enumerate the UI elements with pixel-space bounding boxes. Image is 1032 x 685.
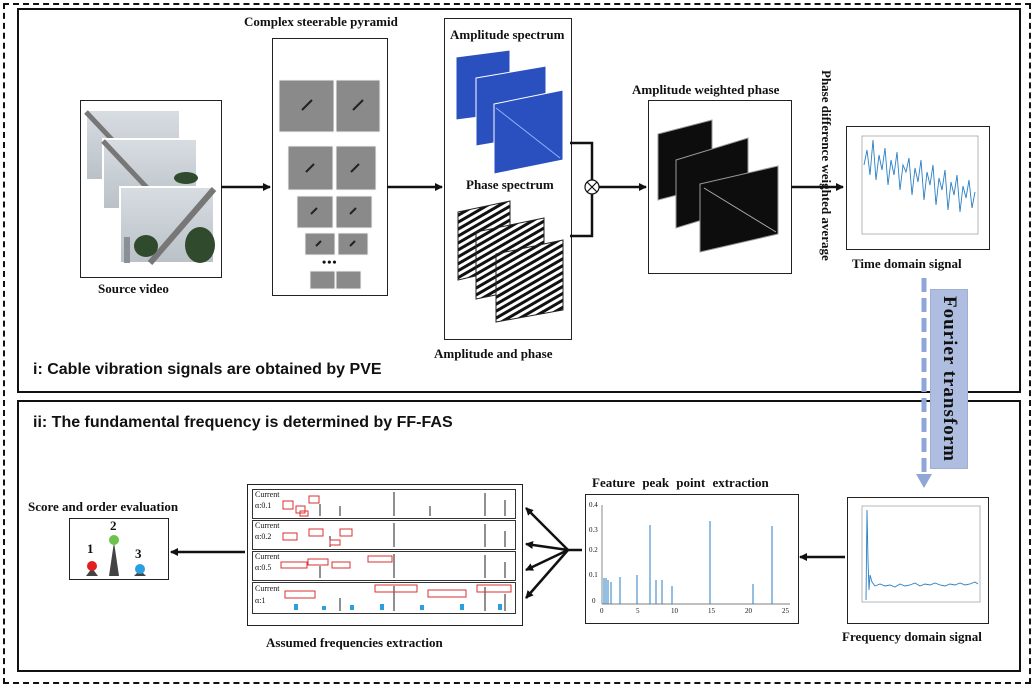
time-domain-chart bbox=[861, 135, 979, 235]
fp-ytick-3: 0.3 bbox=[589, 526, 598, 534]
row-label-3b: α:0.5 bbox=[255, 563, 272, 572]
row-label-2a: Current bbox=[255, 521, 280, 530]
fp-xtick-1: 5 bbox=[636, 607, 640, 615]
row-label-4b: α:1 bbox=[255, 596, 266, 605]
pyramid-tiles bbox=[278, 79, 381, 290]
assumed-row-4 bbox=[252, 582, 516, 614]
assumed-row-1 bbox=[252, 489, 516, 519]
source-video-label: Source video bbox=[98, 281, 169, 296]
fp-ytick-2: 0.2 bbox=[589, 546, 598, 554]
frequency-domain-label: Frequency domain signal bbox=[842, 629, 982, 644]
section2-arrows bbox=[170, 507, 845, 599]
rank-2-label: 2 bbox=[110, 518, 117, 533]
section1-arrows bbox=[221, 141, 844, 238]
fourier-arrow bbox=[916, 278, 932, 488]
fp-ytick-1: 0.1 bbox=[589, 571, 598, 579]
amp-phase-label: Amplitude and phase bbox=[434, 346, 553, 361]
feature-peak-box bbox=[585, 494, 799, 624]
phase-spectrum-stack bbox=[457, 200, 564, 323]
score-label: Score and order evaluation bbox=[28, 499, 179, 514]
time-domain-label: Time domain signal bbox=[852, 256, 962, 271]
assumed-red-boxes bbox=[280, 495, 512, 599]
fp-ytick-0: 0 bbox=[592, 597, 596, 605]
fp-xtick-2: 10 bbox=[671, 607, 678, 615]
fourier-transform-label: Fourier transform bbox=[939, 296, 960, 462]
multiply-operator bbox=[584, 179, 600, 195]
assumed-freq-label: Assumed frequencies extraction bbox=[266, 635, 443, 650]
pyramid-filters bbox=[301, 99, 364, 247]
assumed-blue-marks bbox=[294, 604, 502, 610]
feature-peak-label: Feature peak point extraction bbox=[592, 475, 769, 490]
amplitude-spectrum-label: Amplitude spectrum bbox=[450, 27, 565, 42]
fp-xtick-0: 0 bbox=[600, 607, 604, 615]
source-video-frames bbox=[84, 109, 217, 265]
rank-3-label: 3 bbox=[135, 546, 142, 561]
amplitude-spectrum-stack bbox=[455, 49, 564, 175]
score-box bbox=[69, 518, 169, 580]
fp-ytick-4: 0.4 bbox=[589, 501, 598, 509]
section-ffas-title: ii: The fundamental frequency is determi… bbox=[33, 414, 453, 431]
phase-spectrum-label: Phase spectrum bbox=[466, 177, 554, 192]
fp-xtick-4: 20 bbox=[745, 607, 752, 615]
row-label-1b: α:0.1 bbox=[255, 501, 272, 510]
section-pve-title: i: Cable vibration signals are obtained … bbox=[33, 361, 382, 378]
row-label-2b: α:0.2 bbox=[255, 532, 272, 541]
assumed-row-3 bbox=[252, 551, 516, 581]
pyramid-label: Complex steerable pyramid bbox=[244, 14, 398, 29]
outer-frame bbox=[3, 3, 1031, 684]
fp-xtick-3: 15 bbox=[708, 607, 715, 615]
assumed-row-spikes bbox=[319, 492, 506, 611]
score-lollipops bbox=[86, 535, 146, 576]
fp-xtick-5: 25 bbox=[782, 607, 789, 615]
row-label-1a: Current bbox=[255, 490, 280, 499]
pdwa-label: Phase difference weighted average bbox=[819, 70, 834, 261]
weighted-phase-label: Amplitude weighted phase bbox=[632, 82, 780, 97]
weighted-phase-stack bbox=[657, 119, 779, 253]
fourier-transform-box: Fourier transform bbox=[930, 289, 968, 469]
frequency-domain-chart bbox=[861, 505, 981, 603]
rank-1-label: 1 bbox=[87, 541, 94, 556]
assumed-row-2 bbox=[252, 520, 516, 550]
row-label-3a: Current bbox=[255, 552, 280, 561]
row-label-4a: Current bbox=[255, 584, 280, 593]
pyramid-ellipsis: ••• bbox=[322, 255, 338, 269]
feature-peak-chart bbox=[601, 505, 790, 605]
